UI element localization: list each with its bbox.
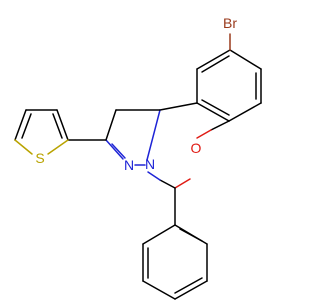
bond	[56, 109, 69, 141]
bond	[210, 120, 230, 131]
bond	[142, 224, 176, 245]
bond	[159, 179, 176, 189]
atom-nitrogen-1-label: N	[124, 157, 134, 173]
bond-c-n-double	[111, 143, 126, 159]
bond-double	[174, 277, 203, 294]
bond-double	[201, 99, 230, 116]
pyrazoline-ring	[105, 109, 161, 166]
atom-oxygen-label: O	[191, 140, 202, 156]
atom-bromine-label: Br	[223, 15, 237, 31]
bond-double	[179, 228, 203, 242]
bond-double	[201, 55, 230, 73]
bond	[159, 102, 198, 111]
thiophene-ring	[14, 109, 107, 155]
bond-c-n	[147, 171, 161, 181]
bond-c-n-double	[105, 139, 124, 160]
bond-o-c	[174, 178, 191, 189]
bond	[229, 49, 262, 70]
bond	[228, 102, 262, 122]
oxazine-ring	[146, 102, 230, 189]
bond-c-o	[196, 129, 212, 139]
bond-c-n	[146, 109, 161, 161]
bromobenzene-ring	[196, 33, 262, 122]
bond-double	[21, 113, 32, 139]
molecule-structure: Br S N N O	[14, 15, 262, 300]
bond	[142, 280, 176, 300]
bond	[196, 102, 230, 122]
bond	[14, 109, 27, 141]
bond-c-s	[14, 139, 33, 155]
atom-nitrogen-2-label: N	[145, 156, 155, 172]
bond	[174, 280, 208, 300]
bond-double	[52, 113, 63, 139]
bond	[105, 109, 117, 141]
bond	[196, 49, 231, 70]
atom-sulfur-label: S	[35, 150, 44, 166]
phenyl-ring	[142, 187, 208, 300]
bond-s-c	[47, 139, 69, 155]
